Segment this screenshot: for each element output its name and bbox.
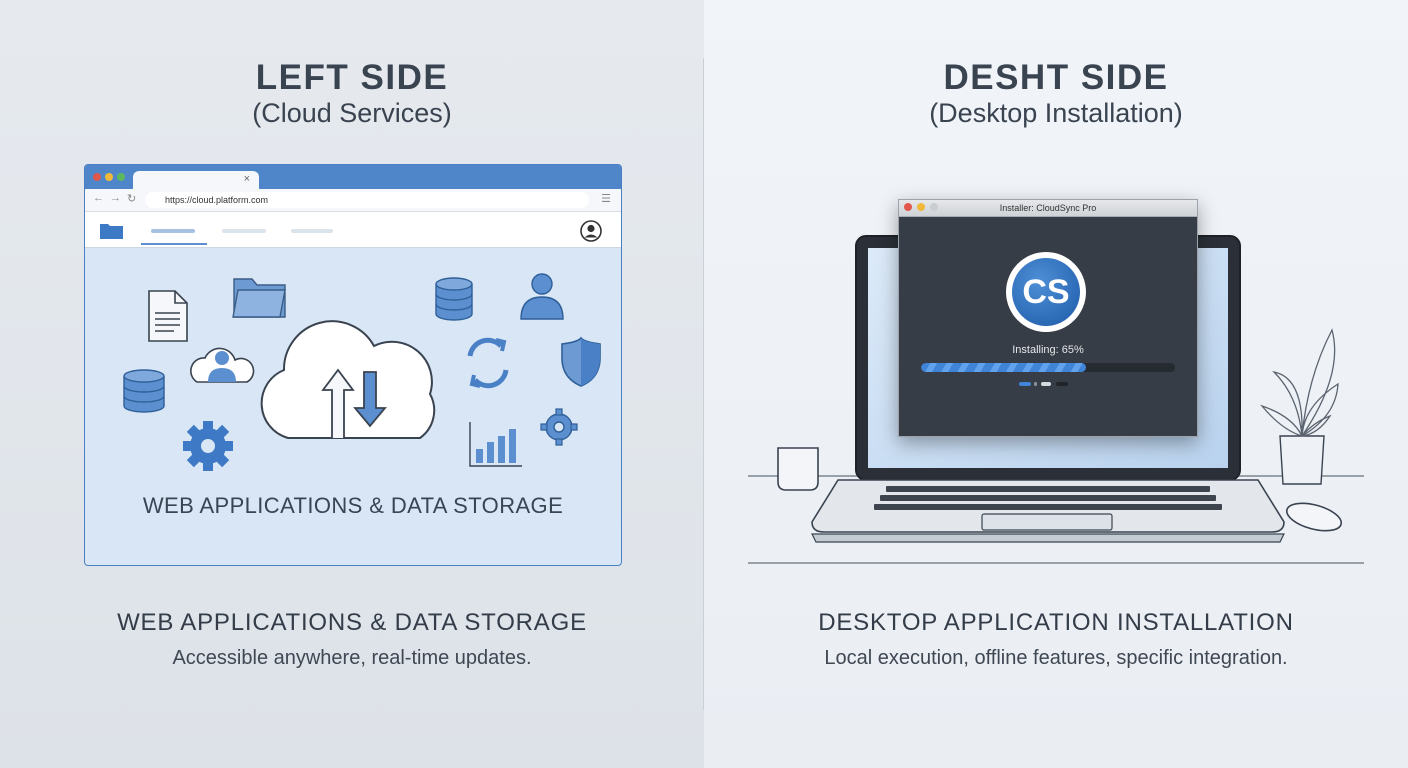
tab-close-icon[interactable]: ×: [243, 173, 250, 185]
user-icon: [520, 273, 564, 320]
install-status: Installing: 65%: [1012, 344, 1084, 356]
minimize-dot-icon[interactable]: [105, 173, 113, 181]
right-panel: DESHT SIDE (Desktop Installation) DESKTO…: [704, 0, 1408, 768]
installer-maximize-icon[interactable]: [930, 203, 938, 211]
browser-window: × ← → ↻ https://cloud.platform.com ☰: [84, 164, 622, 566]
nav-pill-active[interactable]: [151, 229, 195, 233]
left-caption-heading: WEB APPLICATIONS & DATA STORAGE: [117, 609, 587, 636]
gear-icon: [540, 408, 578, 446]
mouse-icon: [1285, 502, 1343, 532]
nav-pill[interactable]: [291, 229, 333, 233]
step-indicator-dot: [1019, 382, 1031, 386]
url-text: https://cloud.platform.com: [165, 195, 269, 205]
app-header: [85, 212, 621, 248]
maximize-dot-icon[interactable]: [117, 173, 125, 181]
cloud-upload-download-icon: [260, 320, 436, 439]
browser-content-label: WEB APPLICATIONS & DATA STORAGE: [142, 493, 564, 518]
back-icon[interactable]: ←: [93, 192, 104, 204]
install-progress-fill: [921, 363, 1087, 372]
folder-icon: [232, 278, 286, 318]
address-bar-row: ← → ↻ https://cloud.platform.com ☰: [85, 189, 621, 212]
active-tab-underline: [141, 243, 207, 245]
left-panel: LEFT SIDE (Cloud Services) × ← → ↻ https…: [0, 0, 704, 768]
browser-tab[interactable]: ×: [133, 171, 259, 191]
install-progress-bar: [921, 363, 1175, 372]
database-icon: [435, 277, 473, 321]
installer-window-title: Installer: CloudSync Pro: [999, 203, 1097, 213]
right-caption-text: Local execution, offline features, speci…: [824, 647, 1288, 669]
right-title: DESHT SIDE: [943, 58, 1169, 97]
app-logo: CS: [1006, 252, 1086, 332]
step-indicator-dot: [1041, 382, 1051, 386]
forward-icon[interactable]: →: [110, 192, 121, 204]
shield-icon: [561, 336, 601, 387]
browser-illustration: [123, 273, 601, 471]
left-title: LEFT SIDE: [255, 58, 449, 97]
database-icon: [123, 369, 165, 413]
step-indicator-dot: [1056, 382, 1068, 386]
plant-icon: [1260, 328, 1339, 485]
account-icon[interactable]: [579, 219, 603, 243]
left-caption-text: Accessible anywhere, real-time updates.: [172, 647, 532, 669]
step-indicator-dot: [1034, 382, 1037, 386]
bar-chart-icon: [469, 422, 522, 467]
app-folder-icon[interactable]: [99, 220, 125, 240]
app-logo-text: CS: [1012, 258, 1080, 326]
mug-icon: [777, 447, 819, 491]
close-dot-icon[interactable]: [93, 173, 101, 181]
installer-titlebar: Installer: CloudSync Pro: [899, 200, 1197, 217]
cloud-user-icon: [190, 347, 255, 383]
left-subtitle: (Cloud Services): [252, 98, 452, 128]
gear-icon: [183, 421, 233, 471]
right-caption-heading: DESKTOP APPLICATION INSTALLATION: [818, 609, 1294, 636]
url-field[interactable]: https://cloud.platform.com: [145, 192, 589, 208]
menu-icon[interactable]: ☰: [601, 193, 611, 205]
reload-icon[interactable]: ↻: [127, 193, 137, 205]
installer-minimize-icon[interactable]: [917, 203, 925, 211]
right-subtitle: (Desktop Installation): [929, 98, 1183, 128]
nav-pill[interactable]: [222, 229, 266, 233]
installer-window: Installer: CloudSync Pro CS Installing: …: [898, 199, 1198, 437]
installer-close-icon[interactable]: [904, 203, 912, 211]
sync-icon: [467, 337, 509, 389]
document-icon: [148, 290, 188, 342]
